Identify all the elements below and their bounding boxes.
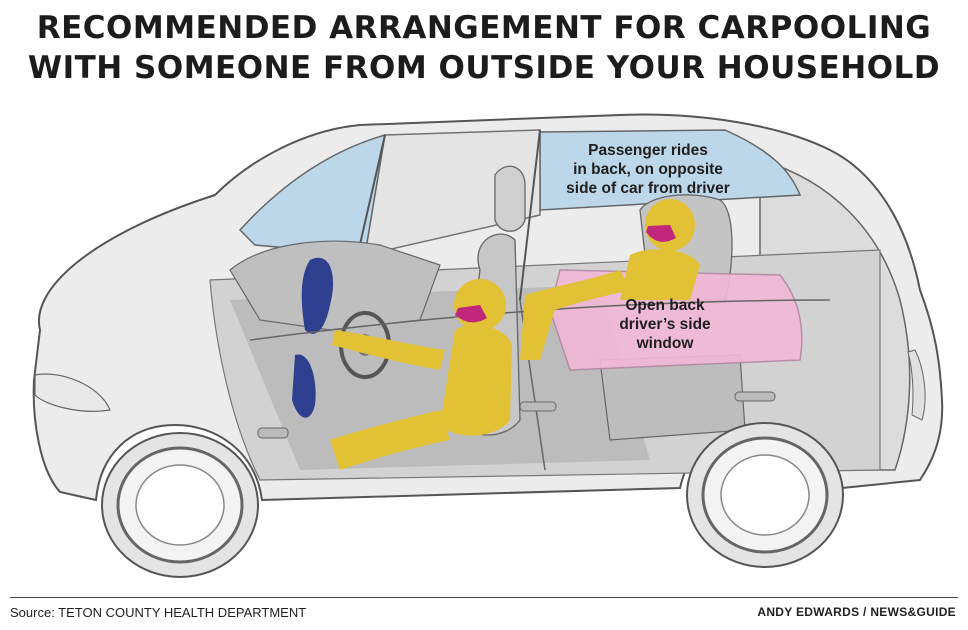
- belt-line: [249, 299, 831, 341]
- passenger-label-line-1: Passenger rides: [588, 142, 708, 159]
- open-window: [549, 269, 803, 371]
- driver-figure: [330, 279, 512, 470]
- rear-wheel: [686, 422, 844, 568]
- front-seat-trim: [301, 257, 334, 334]
- rear-door-handle: [734, 391, 776, 402]
- window-label-line-1: Open back: [625, 297, 705, 314]
- headline-line-1: RECOMMENDED ARRANGEMENT FOR CARPOOLING: [36, 10, 932, 46]
- front-door-handle: [519, 401, 557, 412]
- window-label: Open back driver’s side window: [590, 296, 740, 353]
- window-label-line-2: driver’s side: [619, 316, 711, 333]
- footer-divider: [10, 597, 958, 598]
- front-wheel: [101, 432, 259, 578]
- passenger-figure: [520, 199, 700, 360]
- tail-light: [907, 349, 926, 421]
- side-mirror: [257, 427, 289, 439]
- rear-side-glass: [539, 129, 802, 211]
- passenger-label-line-2: in back, on opposite: [573, 161, 723, 178]
- passenger-label: Passenger rides in back, on opposite sid…: [548, 141, 748, 198]
- door-trim: [292, 354, 316, 418]
- dashboard: [229, 240, 441, 331]
- headline: RECOMMENDED ARRANGEMENT FOR CARPOOLING W…: [0, 8, 968, 88]
- source-note: Source: TETON COUNTY HEALTH DEPARTMENT: [10, 605, 307, 620]
- credit-line: ANDY EDWARDS / NEWS&GUIDE: [757, 605, 956, 619]
- passenger-label-line-3: side of car from driver: [566, 180, 730, 197]
- headlight: [34, 373, 111, 412]
- headrest-front: [494, 165, 526, 232]
- window-label-line-3: window: [636, 335, 694, 352]
- headline-line-2: WITH SOMEONE FROM OUTSIDE YOUR HOUSEHOLD: [27, 50, 941, 86]
